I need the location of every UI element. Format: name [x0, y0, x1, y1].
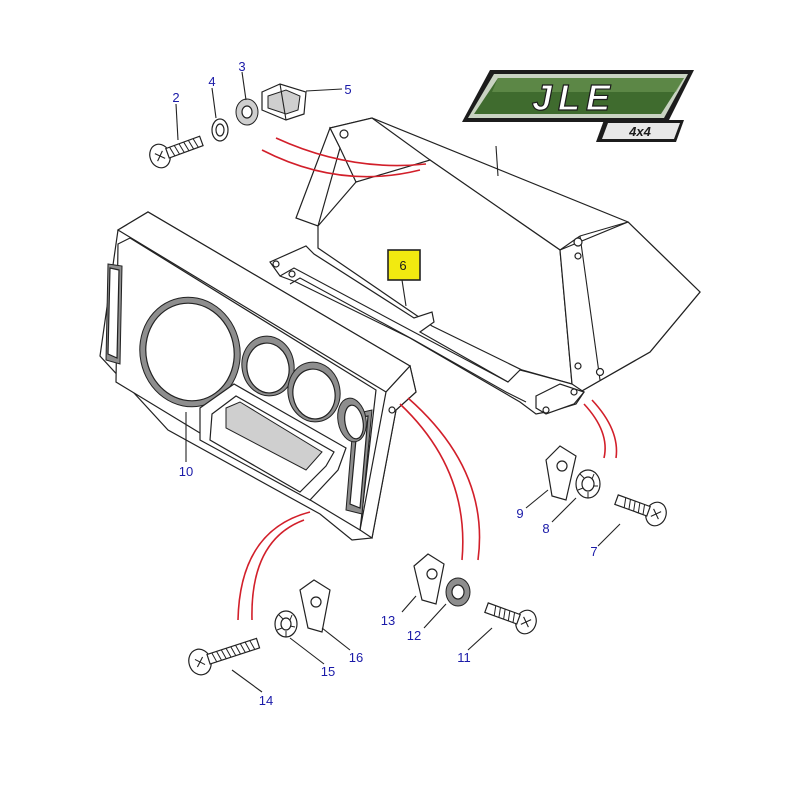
callout-13: 13 — [381, 613, 395, 628]
highlight-box-6 — [387, 249, 421, 281]
callout-12: 12 — [407, 628, 421, 643]
callout-10: 10 — [179, 464, 193, 479]
callout-16: 16 — [349, 650, 363, 665]
logo-brand-text: JLE — [532, 77, 616, 118]
callout-6: 6 — [399, 258, 406, 273]
lock-washer-8 — [575, 469, 601, 499]
screw-7 — [614, 494, 667, 527]
nut-5 — [261, 83, 307, 121]
screw-14 — [188, 637, 261, 676]
callout-11: 11 — [457, 650, 471, 665]
washer-4 — [211, 118, 229, 142]
callout-7: 7 — [590, 544, 597, 559]
callout-2: 2 — [172, 90, 179, 105]
screw-2 — [149, 135, 204, 169]
callout-5: 5 — [344, 82, 351, 97]
clip-16 — [299, 579, 331, 633]
jle-logo: JLE 4x4 — [462, 70, 694, 142]
callout-labels: 2 4 3 5 6 10 9 8 7 13 12 11 15 16 14 — [172, 59, 597, 708]
lower-bracket-strip — [269, 245, 586, 415]
callout-4: 4 — [208, 74, 215, 89]
assembly-lines — [237, 137, 618, 621]
callout-14: 14 — [259, 693, 273, 708]
instrument-binnacle — [99, 211, 417, 541]
logo-sub-text: 4x4 — [628, 124, 651, 139]
clip-9 — [545, 445, 577, 501]
callout-8: 8 — [542, 521, 549, 536]
washer-12 — [445, 577, 471, 607]
leader-lines — [175, 71, 621, 693]
callout-9: 9 — [516, 506, 523, 521]
clip-13 — [413, 553, 445, 605]
washer-3 — [235, 98, 259, 126]
screw-11 — [484, 602, 537, 635]
callout-15: 15 — [321, 664, 335, 679]
lock-washer-15 — [274, 610, 298, 638]
callout-3: 3 — [238, 59, 245, 74]
